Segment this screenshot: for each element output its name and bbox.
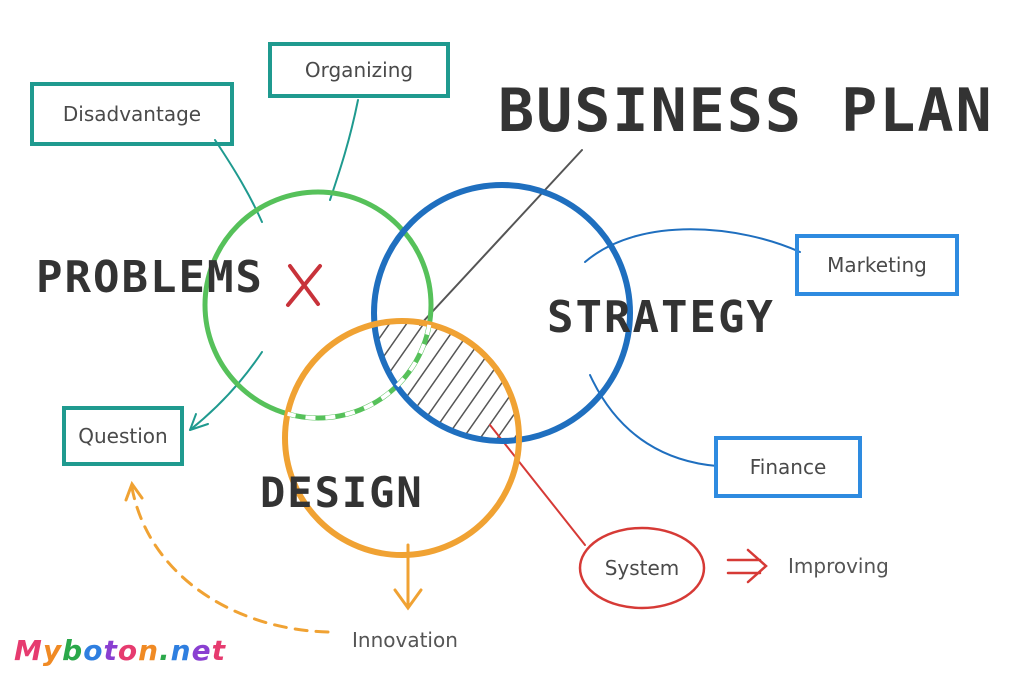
- disadvantage-box: [30, 82, 234, 146]
- question-box: [62, 406, 184, 466]
- title-business-plan: BUSINESS PLAN: [498, 76, 994, 146]
- finance-connector: [589, 374, 718, 467]
- finance-text: Finance: [749, 455, 827, 479]
- strategy-circle: [371, 182, 633, 444]
- organizing-text: Organizing: [304, 58, 414, 82]
- watermark-logo: Myboton.net: [14, 634, 226, 667]
- marketing-connector: [584, 228, 801, 263]
- question-arrowhead: [189, 413, 209, 431]
- question-connector: [189, 351, 263, 431]
- question-text: Question: [78, 424, 168, 448]
- system-connector: [489, 424, 586, 546]
- improving-arrow: [726, 548, 768, 584]
- disadvantage-text: Disadvantage: [62, 102, 202, 126]
- improving-text: Improving: [788, 554, 889, 578]
- strategy-label: STRATEGY: [547, 292, 775, 343]
- marketing-box: [795, 234, 959, 296]
- organizing-box: [268, 42, 450, 98]
- disadvantage-connector: [214, 139, 263, 223]
- innovation-text: Innovation: [352, 628, 458, 652]
- design-label: DESIGN: [260, 468, 424, 517]
- innovation-dashed-arrow: [130, 486, 330, 634]
- system-ellipse: [578, 526, 706, 610]
- title-pointer-line: [419, 149, 583, 326]
- design-circle: [282, 318, 522, 558]
- system-text: System: [604, 556, 680, 580]
- organizing-connector: [329, 99, 359, 201]
- problems-label: PROBLEMS: [36, 252, 264, 303]
- x-mark: [286, 264, 322, 307]
- marketing-text: Marketing: [827, 253, 927, 277]
- problems-circle: [202, 189, 434, 421]
- hatched-intersection: [374, 321, 519, 441]
- finance-box: [714, 436, 862, 498]
- innovation-arrowhead: [124, 480, 144, 502]
